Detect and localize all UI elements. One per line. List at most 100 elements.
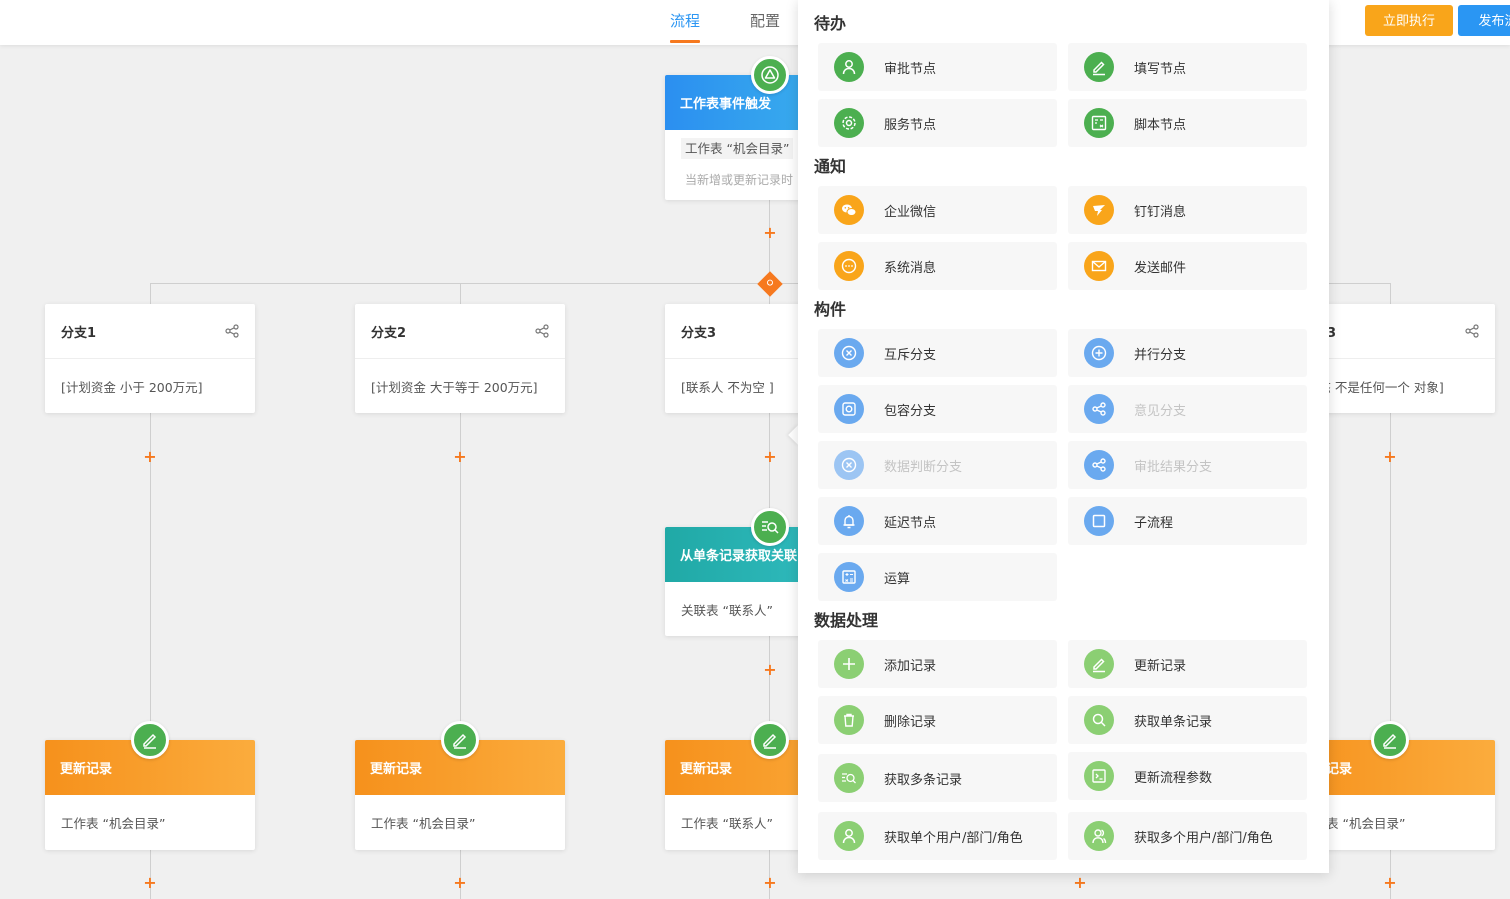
node-option: 意见分支 — [1068, 385, 1307, 433]
node-option-label: 包容分支 — [884, 403, 937, 419]
exclusive-branch-icon — [834, 450, 864, 480]
node-option[interactable]: 延迟节点 — [818, 497, 1057, 545]
update-badge — [751, 721, 789, 759]
node-option-label: 获取多条记录 — [884, 772, 963, 788]
trigger-table: 工作表 “机会目录” — [681, 138, 794, 159]
add-node-button[interactable]: + — [1383, 873, 1397, 892]
node-option[interactable]: 添加记录 — [818, 640, 1057, 688]
node-option[interactable]: 企业微信 — [818, 186, 1057, 234]
section-title-data: 数据处理 — [814, 611, 879, 630]
connector-line — [769, 200, 770, 284]
node-option[interactable]: 删除记录 — [818, 696, 1057, 744]
branch-gateway-icon[interactable] — [757, 271, 783, 297]
parallel-branch-icon — [1084, 338, 1114, 368]
share-icon — [1084, 450, 1114, 480]
add-node-button[interactable]: + — [763, 660, 777, 679]
branch-card[interactable]: 分支1 [计划资金 小于 200万元] — [45, 304, 255, 413]
trigger-badge — [751, 56, 789, 94]
edit-icon — [1084, 52, 1114, 82]
dingtalk-icon — [1084, 195, 1114, 225]
node-option[interactable]: 获取单条记录 — [1068, 696, 1307, 744]
update-badge — [1371, 721, 1409, 759]
node-option-label: 填写节点 — [1134, 61, 1187, 77]
edit-icon — [143, 733, 157, 749]
edit-icon — [1383, 733, 1397, 749]
node-option[interactable]: 包容分支 — [818, 385, 1057, 433]
branch-title: 分支1 — [61, 325, 97, 341]
section-title-components: 构件 — [814, 300, 847, 319]
update-node-table: 工作表 “机会目录” — [61, 815, 166, 831]
node-option[interactable]: 获取多个用户/部门/角色 — [1068, 812, 1307, 860]
branch-title: 分支3 — [681, 325, 717, 341]
run-now-button[interactable]: 立即执行 — [1365, 5, 1453, 36]
share-icon[interactable] — [535, 324, 549, 338]
node-option-label: 审批节点 — [884, 61, 937, 77]
node-option-label: 更新流程参数 — [1134, 770, 1213, 786]
node-option[interactable]: 获取多条记录 — [818, 754, 1057, 802]
calculator-icon — [834, 562, 864, 592]
node-option-label: 互斥分支 — [884, 347, 937, 363]
tab-config[interactable]: 配置 — [750, 12, 781, 30]
inclusive-branch-icon — [834, 394, 864, 424]
node-option[interactable]: 填写节点 — [1068, 43, 1307, 91]
user-icon — [834, 52, 864, 82]
wechat-icon — [834, 195, 864, 225]
branch-condition: [计划资金 大于等于 200万元] — [371, 379, 538, 395]
message-icon — [834, 251, 864, 281]
lookup-node-table: 关联表 “联系人” — [681, 602, 773, 618]
branch-title: 分支2 — [371, 325, 407, 341]
node-option-label: 添加记录 — [884, 658, 937, 674]
add-node-button[interactable]: + — [763, 223, 777, 242]
node-option[interactable]: 更新流程参数 — [1068, 752, 1307, 800]
list-search-icon — [762, 521, 779, 534]
tab-flow[interactable]: 流程 — [670, 12, 701, 43]
share-icon[interactable] — [1465, 324, 1479, 338]
add-node-button[interactable]: + — [453, 873, 467, 892]
publish-button[interactable]: 发布流 — [1458, 5, 1510, 36]
node-picker-panel: 待办 审批节点 填写节点 服务节点 脚本节点 通知 企业微信 钉钉消息 系统消息… — [798, 0, 1329, 873]
terminal-icon — [1084, 761, 1114, 791]
edit-icon — [1084, 649, 1114, 679]
add-node-button[interactable]: + — [453, 447, 467, 466]
branch-condition: [计划资金 小于 200万元] — [61, 379, 203, 395]
node-option[interactable]: 获取单个用户/部门/角色 — [818, 812, 1057, 860]
add-node-button[interactable]: + — [143, 873, 157, 892]
trash-icon — [834, 705, 864, 735]
node-option[interactable]: 运算 — [818, 553, 1057, 601]
node-option-label: 运算 — [884, 571, 911, 587]
node-option-label: 审批结果分支 — [1134, 459, 1213, 475]
share-icon[interactable] — [225, 324, 239, 338]
update-badge — [441, 721, 479, 759]
add-node-button[interactable]: + — [763, 447, 777, 466]
node-option[interactable]: 审批节点 — [818, 43, 1057, 91]
add-node-button[interactable]: + — [1383, 447, 1397, 466]
add-node-button[interactable]: + — [763, 873, 777, 892]
section-title-notify: 通知 — [814, 157, 847, 176]
trigger-hint: 当新增或更新记录时 — [685, 173, 794, 187]
connector-line — [150, 283, 151, 899]
node-option: 审批结果分支 — [1068, 441, 1307, 489]
node-option[interactable]: 脚本节点 — [1068, 99, 1307, 147]
bell-icon — [834, 506, 864, 536]
add-node-button[interactable]: + — [1073, 873, 1087, 892]
branch-card[interactable]: 分支2 [计划资金 大于等于 200万元] — [355, 304, 565, 413]
node-option-label: 意见分支 — [1134, 403, 1187, 419]
gear-icon — [834, 108, 864, 138]
branch-condition: [状态 不是任何一个 对象] — [1301, 379, 1444, 395]
node-option[interactable]: 互斥分支 — [818, 329, 1057, 377]
update-badge — [131, 721, 169, 759]
node-option-label: 获取单条记录 — [1134, 714, 1213, 730]
node-option[interactable]: 钉钉消息 — [1068, 186, 1307, 234]
edit-icon — [453, 733, 467, 749]
node-option[interactable]: 系统消息 — [818, 242, 1057, 290]
node-option-label: 钉钉消息 — [1134, 204, 1187, 220]
node-option[interactable]: 发送邮件 — [1068, 242, 1307, 290]
node-option[interactable]: 子流程 — [1068, 497, 1307, 545]
node-option[interactable]: 更新记录 — [1068, 640, 1307, 688]
exclusive-branch-icon — [834, 338, 864, 368]
add-node-button[interactable]: + — [143, 447, 157, 466]
trigger-icon — [761, 66, 779, 84]
node-option[interactable]: 并行分支 — [1068, 329, 1307, 377]
node-option[interactable]: 服务节点 — [818, 99, 1057, 147]
square-icon — [1084, 506, 1114, 536]
